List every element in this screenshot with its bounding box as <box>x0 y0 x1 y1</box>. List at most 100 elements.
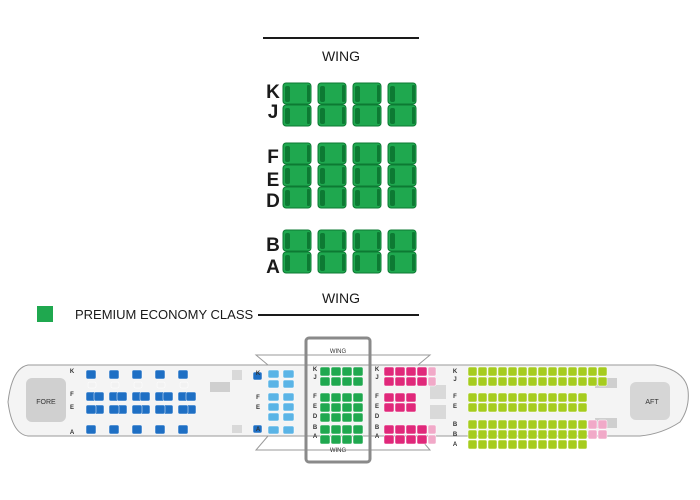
pink-seat-102 <box>427 434 437 445</box>
mini-wing-label-top: WING <box>330 349 347 355</box>
premium-economy-seat-zoom-24 <box>352 229 382 252</box>
economy-seat-175 <box>567 392 578 403</box>
economy-seat-109 <box>467 439 478 450</box>
business-seat-26 <box>85 404 97 415</box>
plan-letter-front-f: F <box>70 392 74 398</box>
economy-seat-127 <box>497 402 508 413</box>
premium-economy-seat-54 <box>319 424 331 435</box>
economy-seat-159 <box>547 366 558 377</box>
plan-letter-pe-k: K <box>313 367 318 373</box>
economy-seat-128 <box>497 419 508 430</box>
economy-seat-169 <box>557 402 568 413</box>
galley-4 <box>430 385 446 399</box>
economy-seat-104 <box>467 376 478 387</box>
premium-economy-seat-zoom-22 <box>317 229 347 252</box>
economy-seat-164 <box>547 429 558 440</box>
plan-letter-e-f: F <box>453 394 457 400</box>
premium-economy-seat-zoom-4 <box>352 82 382 105</box>
row-letter-e: E <box>266 170 280 191</box>
economy-plus-seat-83 <box>394 366 406 377</box>
economy-seat-118 <box>487 376 498 387</box>
economy-seat-112 <box>477 392 488 403</box>
row-letter-j: J <box>267 102 279 123</box>
economy-plus-seat-98 <box>416 434 428 445</box>
business-seat-9 <box>108 424 120 435</box>
economy-seat-165 <box>547 439 558 450</box>
economy-seat-123 <box>487 439 498 450</box>
economy-plus-seat-87 <box>394 424 406 435</box>
premium-economy-seat-60 <box>330 412 342 423</box>
economy-plus-seat-77 <box>383 366 395 377</box>
economy-seat-114 <box>477 419 488 430</box>
premium-business-seat-44 <box>282 402 295 412</box>
economy-seat-110 <box>477 366 488 377</box>
economy-plus-seat-91 <box>405 392 417 403</box>
premium-economy-seat-50 <box>319 376 331 387</box>
premium-economy-seat-zoom-8 <box>282 142 312 165</box>
galley-1 <box>210 382 230 392</box>
economy-seat-178 <box>567 429 578 440</box>
plan-letter-ep-f: F <box>375 394 379 400</box>
aircraft-seat-plan: FORE AFT WING WING KFEAKFEAKJFEDBAKJFEDB… <box>7 336 689 464</box>
economy-seat-131 <box>507 366 518 377</box>
plan-letter-ep-b: B <box>375 425 380 431</box>
plan-letter-pe-f: F <box>313 394 317 400</box>
premium-economy-seat-zoom-5 <box>352 104 382 127</box>
plan-letter-front-k: K <box>70 369 75 375</box>
pink-seat-194 <box>597 429 608 440</box>
premium-business-seat-38 <box>267 402 280 412</box>
plan-letter-e-j: J <box>453 377 456 383</box>
premium-economy-seat-zoom-2 <box>317 82 347 105</box>
economy-seat-140 <box>517 392 528 403</box>
galley-aft <box>630 382 670 420</box>
economy-seat-146 <box>527 376 538 387</box>
premium-business-seat-48 <box>252 424 263 434</box>
premium-economy-seat-zoom-7 <box>387 104 417 127</box>
premium-economy-seat-zoom-10 <box>282 186 312 209</box>
economy-seat-191 <box>597 366 608 377</box>
economy-seat-132 <box>507 376 518 387</box>
premium-economy-seat-zoom-20 <box>282 229 312 252</box>
economy-seat-122 <box>487 429 498 440</box>
premium-business-seat-36 <box>267 379 280 389</box>
legend-swatch-premium-economy <box>37 306 53 322</box>
economy-seat-137 <box>507 439 518 450</box>
premium-economy-seat-zoom-23 <box>317 251 347 274</box>
wing-label-bottom: WING <box>321 290 361 306</box>
economy-plus-seat-86 <box>394 402 406 413</box>
business-seat-27 <box>116 391 128 402</box>
economy-seat-125 <box>497 376 508 387</box>
premium-economy-seat-zoom-11 <box>317 142 347 165</box>
premium-economy-seat-68 <box>341 424 353 435</box>
economy-seat-115 <box>477 429 488 440</box>
economy-seat-124 <box>497 366 508 377</box>
premium-economy-seat-64 <box>341 376 353 387</box>
economy-seat-174 <box>567 376 578 387</box>
premium-economy-seat-66 <box>341 402 353 413</box>
economy-seat-119 <box>487 392 498 403</box>
premium-economy-seat-zoom-25 <box>352 251 382 274</box>
row-letter-d: D <box>266 191 280 212</box>
premium-business-seat-47 <box>252 371 263 381</box>
business-seat-15 <box>154 369 166 380</box>
economy-seat-167 <box>557 376 568 387</box>
economy-seat-168 <box>557 392 568 403</box>
economy-seat-145 <box>527 366 538 377</box>
premium-economy-seat-map-zoom <box>282 82 417 274</box>
economy-seat-171 <box>557 429 568 440</box>
premium-economy-seat-zoom-19 <box>387 186 417 209</box>
pink-seat-99 <box>427 366 437 377</box>
business-seat-5 <box>108 369 120 380</box>
premium-economy-seat-zoom-15 <box>352 164 382 187</box>
plan-letter-pe-j: J <box>313 375 316 381</box>
wing-line-bottom <box>263 314 419 316</box>
economy-plus-seat-96 <box>416 376 428 387</box>
business-seat-31 <box>162 391 174 402</box>
premium-economy-seat-56 <box>330 366 342 377</box>
plan-letter-ep-j: J <box>375 375 378 381</box>
economy-seat-182 <box>577 392 588 403</box>
premium-economy-seat-61 <box>330 424 342 435</box>
economy-seat-183 <box>577 402 588 413</box>
wing-label-top: WING <box>321 48 361 64</box>
plan-letter-pb-e: E <box>256 405 260 411</box>
